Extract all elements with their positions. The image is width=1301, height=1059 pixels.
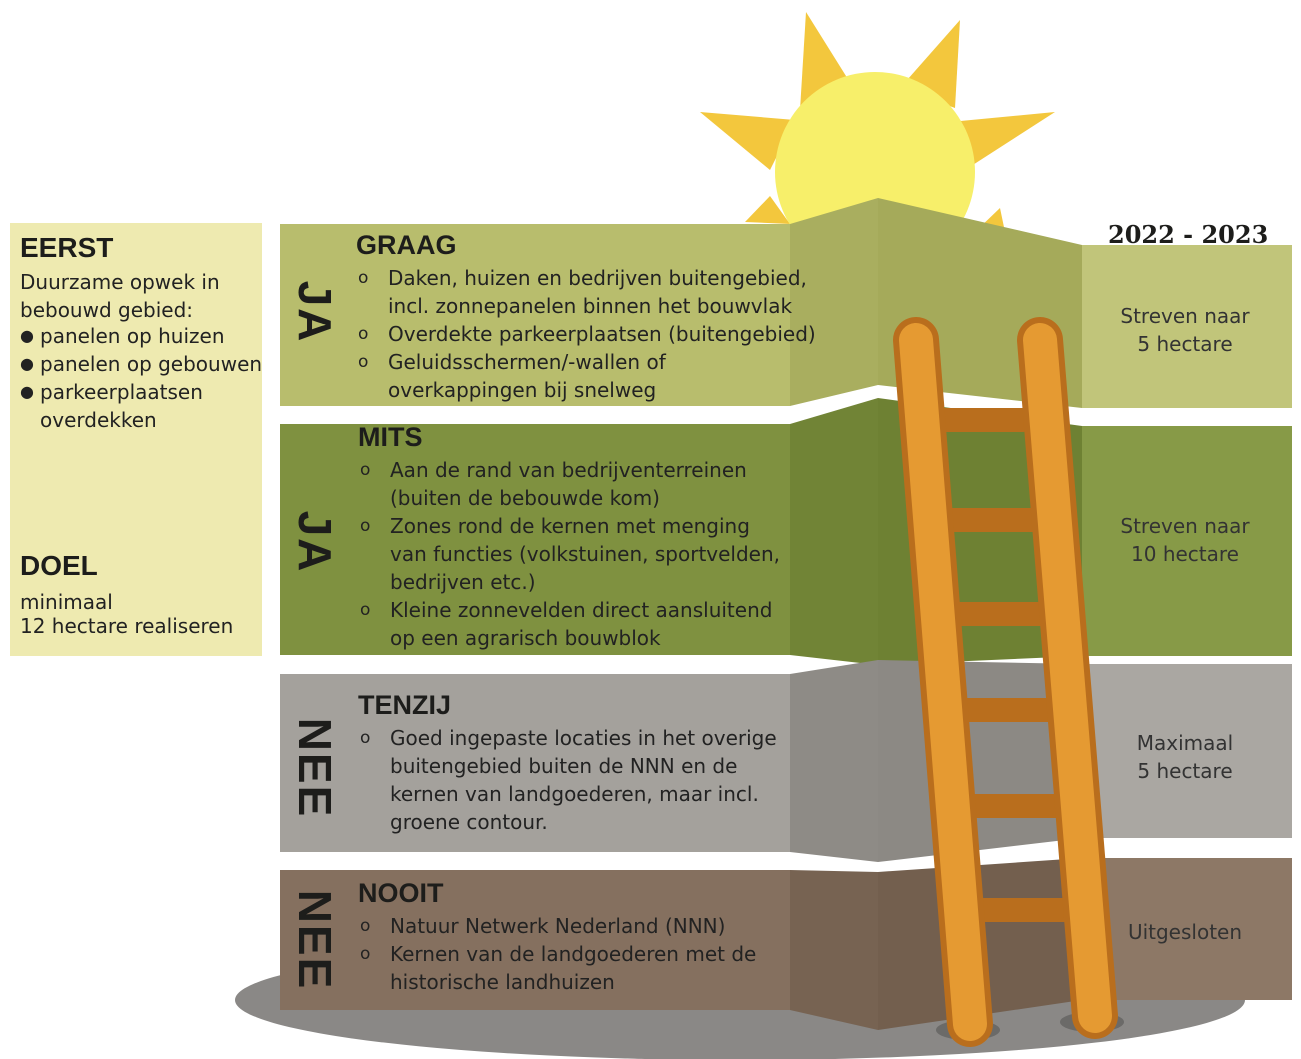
list-item: Geluidsschermen/-wallen of overkappingen… (356, 348, 816, 404)
verdict-nee-1: NEE (289, 717, 341, 819)
bullet-item: panelen op gebouwen (20, 350, 262, 378)
list-item: Goed ingepaste locaties in het overige b… (358, 724, 777, 836)
band-title-graag: GRAAG (356, 230, 457, 260)
ladder-icon (893, 317, 1124, 1047)
verdict-ja-1: JA (289, 280, 341, 344)
doel-heading: DOEL (20, 550, 98, 581)
eerst-heading: EERST (20, 232, 114, 263)
bullet-item: panelen op huizen (20, 322, 262, 350)
graag-items: Daken, huizen en bedrijven buitengebied,… (356, 264, 816, 404)
eerst-intro-line1: Duurzame opwek in (20, 270, 220, 294)
bullet-item: parkeerplaatsen (20, 378, 262, 406)
mits-items: Aan de rand van bedrijventerreinen (buit… (358, 456, 780, 652)
target-graag: Streven naar 5 hectare (1120, 304, 1250, 356)
verdict-nee-2: NEE (289, 889, 341, 991)
target-tenzij: Maximaal 5 hectare (1136, 731, 1234, 783)
target-mits: Streven naar 10 hectare (1120, 514, 1250, 566)
eerst-bullets: panelen op huizen panelen op gebouwen pa… (20, 322, 262, 406)
eerst-intro-line2: bebouwd gebied: (20, 298, 194, 322)
list-item: Overdekte parkeerplaatsen (buitengebied) (356, 320, 816, 348)
tenzij-items: Goed ingepaste locaties in het overige b… (358, 724, 777, 836)
band-title-nooit: NOOIT (358, 878, 444, 908)
nooit-items: Natuur Netwerk Nederland (NNN) Kernen va… (358, 912, 756, 996)
list-item: Natuur Netwerk Nederland (NNN) (358, 912, 756, 940)
bullet-item-continuation: overdekken (40, 408, 157, 432)
doel-line1: minimaal (20, 590, 113, 614)
list-item: Kernen van de landgoederen met de histor… (358, 940, 756, 996)
target-nooit: Uitgesloten (1127, 920, 1243, 944)
list-item: Kleine zonnevelden direct aansluitend op… (358, 596, 780, 652)
band-title-tenzij: TENZIJ (358, 690, 452, 720)
band-title-mits: MITS (358, 422, 423, 452)
list-item: Aan de rand van bedrijventerreinen (buit… (358, 456, 780, 512)
list-item: Zones rond de kernen met menging van fun… (358, 512, 780, 596)
verdict-ja-2: JA (289, 510, 341, 574)
list-item: Daken, huizen en bedrijven buitengebied,… (356, 264, 816, 320)
doel-line2: 12 hectare realiseren (20, 614, 234, 638)
left-panel (10, 223, 262, 656)
period-label: 2022 - 2023 (1108, 220, 1269, 249)
